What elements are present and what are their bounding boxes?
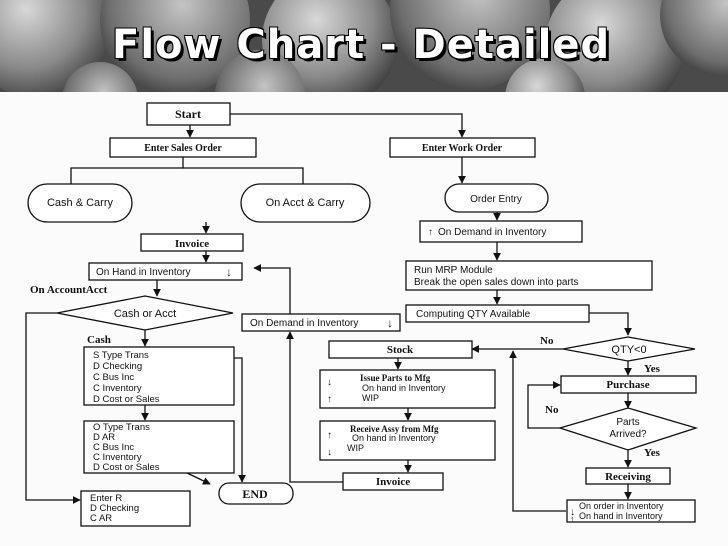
svg-text:On order in Inventory: On order in Inventory <box>579 501 664 511</box>
down-arrow-icon: ↓ <box>327 447 332 458</box>
svg-text:On Demand in Inventory: On Demand in Inventory <box>250 318 358 329</box>
svg-text:END: END <box>242 487 268 501</box>
receiving-entry-node: ↓ On order in Inventory ↑ On hand in Inv… <box>566 499 696 524</box>
invoice-top-node: Invoice <box>140 233 244 252</box>
down-arrow-icon: ↓ <box>387 316 393 330</box>
parts-arrived-decision: Parts Arrived? <box>557 407 699 451</box>
svg-text:D Checking: D Checking <box>93 361 142 372</box>
run-mrp-node: Run MRP Module Break the open sales down… <box>405 260 653 291</box>
cash-carry-node: Cash & Carry <box>27 183 133 223</box>
invoice-bottom-node: Invoice <box>342 472 444 491</box>
svg-text:Run MRP Module: Run MRP Module <box>414 265 493 276</box>
svg-text:D AR: D AR <box>93 432 115 443</box>
svg-text:Start: Start <box>175 107 201 121</box>
down-arrow-icon: ↓ <box>327 377 332 388</box>
cash-or-acct-decision: Cash or Acct <box>56 295 234 331</box>
start-node: Start <box>146 102 231 126</box>
enter-work-order-node: Enter Work Order <box>389 137 536 158</box>
purchase-node: Purchase <box>560 375 697 394</box>
up-arrow-icon: ↑ <box>327 394 332 405</box>
computing-qty-node: Computing QTY Available <box>405 304 590 323</box>
on-account-acct-label: On AccountAcct <box>30 284 108 296</box>
svg-text:Stock: Stock <box>387 344 414 356</box>
flow-chart: Start Enter Sales Order Enter Work Order… <box>0 92 728 546</box>
receive-assy-node: ↑ Receive Assy from Mfg On hand in Inven… <box>319 420 496 461</box>
stock-node: Stock <box>328 340 473 359</box>
svg-text:D Checking: D Checking <box>90 503 139 514</box>
svg-text:Enter Work Order: Enter Work Order <box>422 143 503 154</box>
svg-text:On Acct & Carry: On Acct & Carry <box>266 197 345 209</box>
svg-text:WIP: WIP <box>347 443 364 453</box>
coins-background <box>0 0 728 92</box>
svg-text:C Inventory: C Inventory <box>93 383 142 394</box>
svg-text:C AR: C AR <box>90 513 112 524</box>
acct-entry-node: O Type Trans D AR C Bus Inc C Inventory … <box>83 420 235 474</box>
on-demand-inventory-2-node: On Demand in Inventory ↓ <box>241 313 401 332</box>
enter-sales-order-node: Enter Sales Order <box>109 137 257 158</box>
svg-text:D Cost or Sales: D Cost or Sales <box>93 462 160 473</box>
svg-text:Computing QTY Available: Computing QTY Available <box>416 309 531 320</box>
svg-text:Order Entry: Order Entry <box>470 194 522 205</box>
svg-text:On Hand in Inventory: On Hand in Inventory <box>96 267 191 278</box>
svg-text:Enter R: Enter R <box>90 493 122 504</box>
up-arrow-icon: ↑ <box>570 514 575 524</box>
down-arrow-icon: ↓ <box>570 507 575 518</box>
title-banner: Flow Chart - Detailed <box>0 0 728 92</box>
svg-text:Cash or Acct: Cash or Acct <box>114 308 176 320</box>
svg-text:Invoice: Invoice <box>175 238 209 250</box>
no-label-2: No <box>545 404 559 416</box>
svg-text:WIP: WIP <box>362 393 379 403</box>
svg-text:Arrived?: Arrived? <box>609 429 647 440</box>
svg-text:Purchase: Purchase <box>606 379 649 391</box>
no-label-1: No <box>540 335 554 347</box>
page-title: Flow Chart - Detailed <box>112 22 611 68</box>
yes-label-1: Yes <box>644 363 661 375</box>
on-acct-carry-node: On Acct & Carry <box>240 183 371 223</box>
cash-label: Cash <box>87 334 111 346</box>
svg-text:QTY<0: QTY<0 <box>611 344 646 356</box>
on-hand-inventory-node: On Hand in Inventory ↓ <box>88 262 243 281</box>
enter-r-node: Enter R D Checking C AR <box>80 490 191 527</box>
order-entry-node: Order Entry <box>444 183 549 213</box>
svg-text:O Type Trans: O Type Trans <box>93 422 150 433</box>
flow-chart-diagram: Start Enter Sales Order Enter Work Order… <box>25 102 699 527</box>
svg-text:Break the open sales down into: Break the open sales down into parts <box>414 277 579 288</box>
up-arrow-icon: ↑ <box>428 227 433 238</box>
svg-text:On hand in Inventory: On hand in Inventory <box>362 383 446 393</box>
svg-text:S Type Trans: S Type Trans <box>93 350 149 361</box>
up-arrow-icon: ↑ <box>327 430 332 441</box>
down-arrow-icon: ↓ <box>226 265 232 279</box>
svg-text:Enter Sales Order: Enter Sales Order <box>144 143 222 154</box>
cash-entry-node: S Type Trans D Checking C Bus Inc C Inve… <box>83 346 235 406</box>
svg-text:On Demand in Inventory: On Demand in Inventory <box>438 227 546 238</box>
end-node: END <box>218 482 294 505</box>
yes-label-2: Yes <box>644 447 661 459</box>
on-demand-inventory-1-node: ↑ On Demand in Inventory <box>419 220 583 243</box>
svg-text:Issue Parts to Mfg: Issue Parts to Mfg <box>360 373 431 383</box>
svg-text:Invoice: Invoice <box>376 476 410 488</box>
svg-text:C Bus Inc: C Bus Inc <box>93 372 134 383</box>
svg-text:On hand in Inventory: On hand in Inventory <box>579 511 663 521</box>
svg-text:Receiving: Receiving <box>605 471 651 483</box>
qty-decision: QTY<0 <box>562 336 696 362</box>
svg-text:D Cost or Sales: D Cost or Sales <box>93 394 160 405</box>
svg-text:On hand in Inventory: On hand in Inventory <box>352 433 436 443</box>
connectors <box>25 113 632 512</box>
svg-text:C Bus Inc: C Bus Inc <box>93 442 134 453</box>
svg-text:C Inventory: C Inventory <box>93 452 142 463</box>
svg-text:Cash & Carry: Cash & Carry <box>47 197 114 209</box>
svg-text:Receive Assy from Mfg: Receive Assy from Mfg <box>350 424 439 434</box>
issue-parts-node: ↓ Issue Parts to Mfg On hand in Inventor… <box>319 369 496 409</box>
receiving-node: Receiving <box>585 467 671 485</box>
svg-text:Parts: Parts <box>616 417 639 428</box>
